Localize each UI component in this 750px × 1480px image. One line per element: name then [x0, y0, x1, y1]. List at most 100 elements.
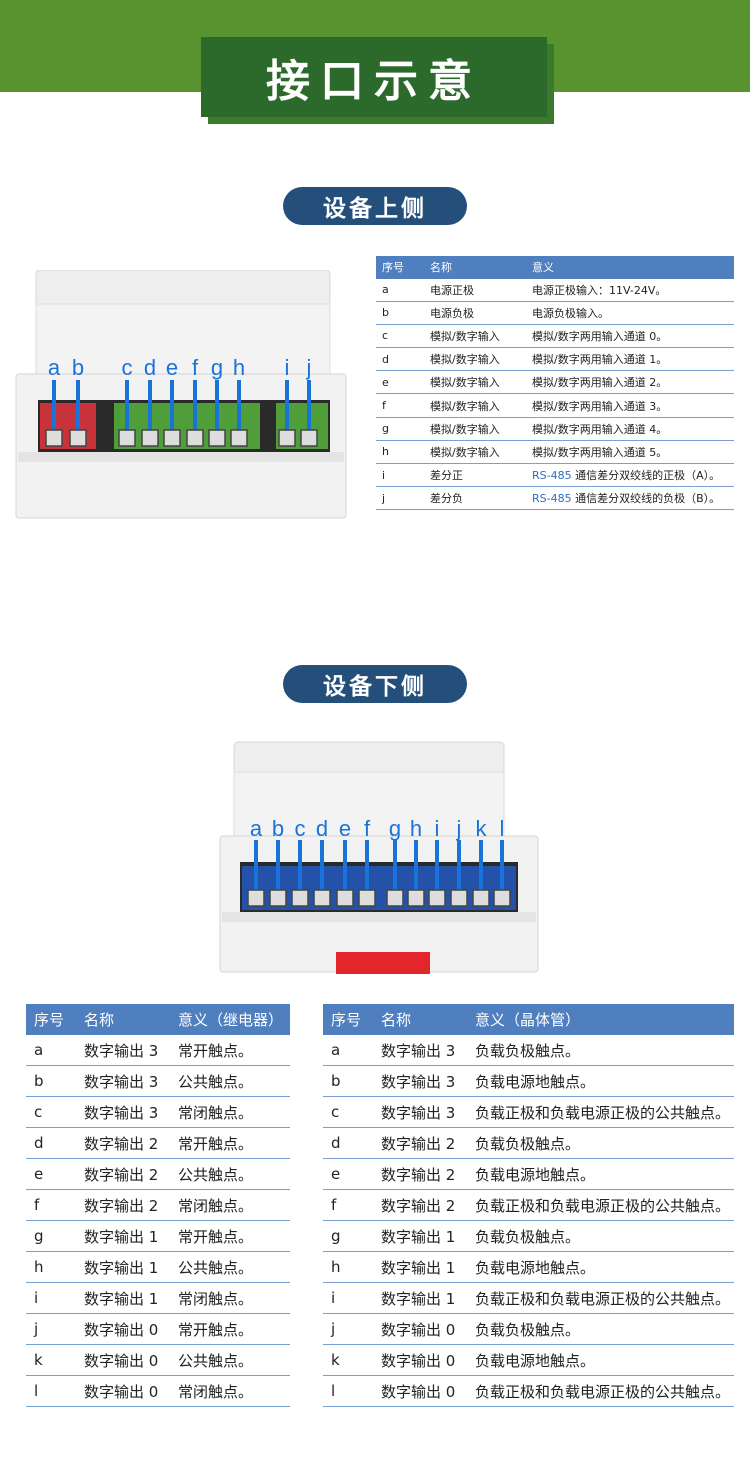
cell-id: a — [26, 1035, 76, 1066]
terminal-screw — [336, 889, 354, 907]
cell-id: f — [376, 393, 424, 418]
section-title-top: 设备上侧 — [283, 187, 467, 225]
terminal-label: c — [122, 355, 133, 380]
terminal-label: i — [435, 816, 440, 841]
terminal-label: e — [339, 816, 351, 841]
cell-id: g — [26, 1220, 76, 1252]
cell-name: 数字输出 3 — [76, 1065, 170, 1097]
cell-meaning: 负载负极触点。 — [467, 1035, 734, 1066]
cell-meaning: 公共触点。 — [170, 1065, 290, 1097]
cell-meaning: 模拟/数字两用输入通道 3。 — [526, 393, 734, 418]
meaning-text: 负载正极和负载电源正极的公共触点。 — [475, 1382, 731, 1401]
cell-name: 模拟/数字输入 — [424, 347, 526, 372]
cell-id: l — [26, 1375, 76, 1407]
cell-name: 差分正 — [424, 463, 526, 488]
cell-id: a — [376, 278, 424, 302]
cell-id: j — [376, 486, 424, 511]
meaning-text: 模拟/数字两用输入通道 1。 — [532, 353, 668, 367]
terminal-screw — [141, 429, 159, 447]
cell-meaning: 负载电源地触点。 — [467, 1065, 734, 1097]
meaning-text: 负载正极和负载电源正极的公共触点。 — [475, 1289, 731, 1308]
cell-meaning: 负载负极触点。 — [467, 1313, 734, 1345]
section-title-bottom: 设备下侧 — [283, 665, 467, 703]
cell-id: h — [376, 440, 424, 465]
cell-meaning: 模拟/数字两用输入通道 2。 — [526, 370, 734, 395]
terminal-screw — [118, 429, 136, 447]
header-meaning: 意义（继电器） — [170, 1004, 290, 1035]
meaning-text: 负载正极和负载电源正极的公共触点。 — [475, 1196, 731, 1215]
meaning-text: 通信差分双绞线的负极（B）。 — [571, 492, 721, 506]
terminal-screw — [386, 889, 404, 907]
cell-name: 电源负极 — [424, 301, 526, 325]
meaning-text: 模拟/数字两用输入通道 3。 — [532, 399, 668, 413]
terminal-screw — [230, 429, 248, 447]
cell-meaning: 常开触点。 — [170, 1220, 290, 1252]
header-id: 序号 — [26, 1004, 76, 1035]
terminal-label: b — [272, 816, 284, 841]
cell-id: a — [323, 1035, 373, 1066]
header-id: 序号 — [376, 256, 424, 279]
cell-meaning: 常闭触点。 — [170, 1096, 290, 1128]
terminal-screw — [208, 429, 226, 447]
cell-id: c — [323, 1096, 373, 1128]
terminal-label: g — [389, 816, 401, 841]
cell-name: 数字输出 0 — [373, 1375, 467, 1407]
cell-id: h — [323, 1251, 373, 1283]
cell-meaning: 负载负极触点。 — [467, 1127, 734, 1159]
terminal-label: f — [364, 816, 371, 841]
terminal-screw — [450, 889, 468, 907]
cell-meaning: 公共触点。 — [170, 1158, 290, 1190]
cell-meaning: 负载电源地触点。 — [467, 1158, 734, 1190]
cell-meaning: 常开触点。 — [170, 1035, 290, 1066]
meaning-text: 公共触点。 — [178, 1072, 254, 1091]
header-name: 名称 — [76, 1004, 170, 1035]
cell-meaning: 负载正极和负载电源正极的公共触点。 — [467, 1189, 734, 1221]
terminal-screw — [472, 889, 490, 907]
cell-id: h — [26, 1251, 76, 1283]
terminal-screw — [300, 429, 318, 447]
terminal-label: e — [166, 355, 178, 380]
meaning-text: 负载电源地触点。 — [475, 1351, 596, 1370]
cell-meaning: 公共触点。 — [170, 1344, 290, 1376]
cell-id: k — [26, 1344, 76, 1376]
cell-meaning: 常闭触点。 — [170, 1282, 290, 1314]
meaning-text: 负载电源地触点。 — [475, 1165, 596, 1184]
terminal-label: j — [306, 355, 312, 380]
terminal-screw — [291, 889, 309, 907]
cell-meaning: 常开触点。 — [170, 1313, 290, 1345]
terminal-screw — [358, 889, 376, 907]
terminal-screw — [428, 889, 446, 907]
terminal-screw — [313, 889, 331, 907]
cell-id: j — [26, 1313, 76, 1345]
cell-id: c — [376, 324, 424, 349]
cell-meaning: 常闭触点。 — [170, 1189, 290, 1221]
meaning-text: 负载负极触点。 — [475, 1227, 581, 1246]
meaning-text: 公共触点。 — [178, 1258, 254, 1277]
cell-meaning: 负载电源地触点。 — [467, 1251, 734, 1283]
terminal-screw — [45, 429, 63, 447]
meaning-text: 模拟/数字两用输入通道 4。 — [532, 422, 668, 436]
terminal-screw — [247, 889, 265, 907]
header-meaning: 意义 — [526, 256, 734, 279]
cell-name: 数字输出 1 — [76, 1220, 170, 1252]
terminal-screw — [269, 889, 287, 907]
terminal-label: h — [233, 355, 245, 380]
meaning-text: 负载电源地触点。 — [475, 1072, 596, 1091]
header-name: 名称 — [424, 256, 526, 279]
cell-id: b — [323, 1065, 373, 1097]
